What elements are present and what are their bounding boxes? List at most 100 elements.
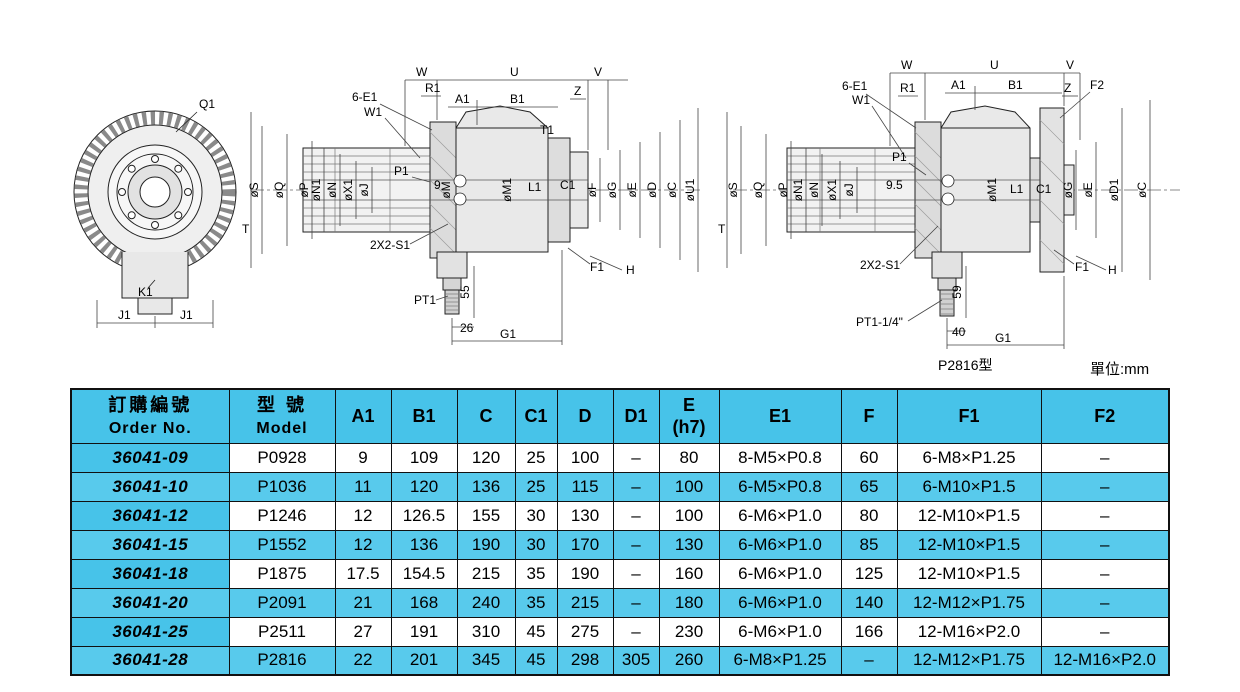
unit-label: 單位:mm: [1090, 361, 1149, 378]
dim-label-v-2: V: [1066, 58, 1074, 72]
dim-label-r1-2: R1: [900, 81, 916, 95]
cell-value: 30: [514, 529, 558, 560]
dim-label-om1-2: øM1: [985, 178, 999, 202]
cell-value: 25: [514, 471, 558, 502]
cell-value: –: [1040, 529, 1170, 560]
section-view-1-dims: [250, 79, 699, 345]
cell-value: 35: [514, 558, 558, 589]
cell-model: P2816: [228, 645, 336, 676]
cell-value: 126.5: [390, 500, 458, 531]
cell-value: 27: [334, 616, 392, 647]
dim-label-ox1-2: øX1: [825, 179, 839, 201]
dim-label-v: V: [594, 65, 602, 79]
cell-model: P1036: [228, 471, 336, 502]
cell-value: 12-M10×P1.5: [896, 558, 1042, 589]
dim-label-r1: R1: [425, 81, 441, 95]
dim-label-f1-2: F1: [1075, 260, 1089, 274]
pipe-fitting-2: [939, 289, 955, 317]
dim-label-b1: B1: [510, 92, 525, 106]
cell-value: 17.5: [334, 558, 392, 589]
dim-label-oj: øJ: [357, 183, 371, 196]
cell-value: 35: [514, 587, 558, 618]
cell-value: –: [1040, 558, 1170, 589]
dim-label-p1-2: P1: [892, 150, 907, 164]
dim-label-t-2: T: [718, 222, 726, 236]
dim-label-om: øM: [439, 181, 453, 198]
valve-block: [436, 251, 468, 279]
front-flange-2: [914, 121, 942, 259]
cell-value: 215: [456, 558, 516, 589]
dim-label-on1-2: øN1: [791, 178, 805, 201]
cell-order-no: 36041-12: [70, 500, 230, 531]
cell-value: 6-M6×P1.0: [718, 558, 842, 589]
cell-model: P1875: [228, 558, 336, 589]
dim-label-t1: T1: [540, 123, 554, 137]
cell-value: 22: [334, 645, 392, 676]
cell-value: 140: [840, 587, 898, 618]
cell-value: 154.5: [390, 558, 458, 589]
dim-label-t: T: [242, 222, 250, 236]
dim-label-oc-2: øC: [1135, 182, 1149, 198]
cell-value: 6-M6×P1.0: [718, 500, 842, 531]
cell-order-no: 36041-25: [70, 616, 230, 647]
header-f: F: [840, 388, 898, 444]
header-c1: C1: [514, 388, 558, 444]
foot-boss: [137, 297, 173, 315]
dim-label-oc: øC: [665, 182, 679, 198]
header-b1: B1: [390, 388, 458, 444]
header-d1: D1: [612, 388, 660, 444]
cell-model: P0928: [228, 442, 336, 473]
cell-value: 130: [658, 529, 720, 560]
header-f1: F1: [896, 388, 1042, 444]
dim-label-j1-left: J1: [118, 308, 131, 322]
header-c: C: [456, 388, 516, 444]
dim-label-h: H: [626, 263, 635, 277]
dim-label-u-2: U: [990, 58, 999, 72]
cell-value: –: [1040, 500, 1170, 531]
cell-value: 8-M5×P0.8: [718, 442, 842, 473]
dim-label-oq: øQ: [272, 182, 286, 199]
cell-value: 115: [556, 471, 614, 502]
header-a1: A1: [334, 388, 392, 444]
cell-value: 6-M6×P1.0: [718, 587, 842, 618]
cell-value: 170: [556, 529, 614, 560]
cell-value: 275: [556, 616, 614, 647]
dim-label-u: U: [510, 65, 519, 79]
dim-label-p1: P1: [394, 164, 409, 178]
dim-label-s1: 2X2-S1: [370, 238, 410, 252]
dim-label-95: 9.5: [886, 178, 903, 192]
cell-value: –: [612, 529, 660, 560]
cell-value: 155: [456, 500, 516, 531]
cell-value: 12: [334, 529, 392, 560]
dim-label-w: W: [416, 65, 428, 79]
cell-value: –: [1040, 442, 1170, 473]
cell-value: 12-M10×P1.5: [896, 529, 1042, 560]
dim-label-6e1: 6-E1: [352, 90, 378, 104]
cell-value: 180: [658, 587, 720, 618]
dim-label-c1-2: C1: [1036, 182, 1052, 196]
cell-value: 130: [556, 500, 614, 531]
dim-label-oq-2: øQ: [751, 182, 765, 199]
dim-label-od1-2: øD1: [1107, 178, 1121, 201]
cell-value: 240: [456, 587, 516, 618]
dim-label-w1: W1: [364, 105, 382, 119]
end-plate: [569, 151, 589, 229]
cell-value: 45: [514, 616, 558, 647]
dim-label-j1-right: J1: [180, 308, 193, 322]
cell-value: 6-M6×P1.0: [718, 529, 842, 560]
cell-value: 125: [840, 558, 898, 589]
dim-label-on1: øN1: [309, 178, 323, 201]
cell-model: P2511: [228, 616, 336, 647]
dim-label-om1: øM1: [500, 178, 514, 202]
bolt-holes: [118, 155, 192, 229]
dim-label-l1-2: L1: [1010, 182, 1024, 196]
cell-value: 21: [334, 587, 392, 618]
cell-value: 6-M8×P1.25: [718, 645, 842, 676]
dim-label-g1: G1: [500, 327, 516, 341]
dim-label-op-2: øP: [776, 182, 790, 197]
cell-value: –: [1040, 587, 1170, 618]
